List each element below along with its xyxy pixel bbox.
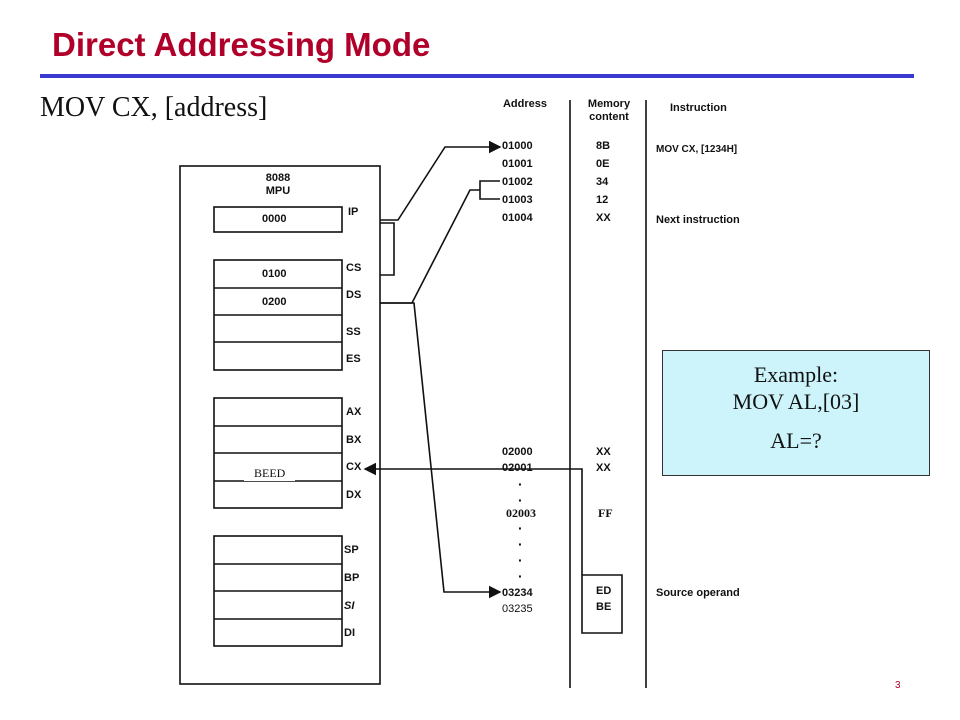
cx-load-path xyxy=(363,462,583,575)
slide-title: Direct Addressing Mode xyxy=(52,26,431,63)
ellipsis-dot: · xyxy=(518,520,523,536)
address-03234: 03234 xyxy=(502,587,533,599)
ip-path xyxy=(380,140,502,221)
memory-header-line1: Memory xyxy=(587,98,631,110)
ds-path xyxy=(380,302,502,599)
memory-header: Memory content xyxy=(580,98,638,124)
di-label: DI xyxy=(344,627,355,639)
bp-label: BP xyxy=(344,572,360,584)
ellipsis-dot: · xyxy=(518,492,523,508)
ss-label: SS xyxy=(346,326,361,338)
operand-bracket xyxy=(479,180,500,200)
mpu-label-line2: MPU xyxy=(265,185,291,197)
content-02000: XX xyxy=(596,446,611,458)
content-02003: FF xyxy=(598,506,613,520)
address-01000: 01000 xyxy=(502,140,533,152)
ds-value: 0200 xyxy=(262,296,287,308)
ip-value: 0000 xyxy=(262,213,287,225)
instruction-03234: Source operand xyxy=(656,587,740,599)
ds-label: DS xyxy=(346,289,362,301)
content-03234: ED xyxy=(596,585,612,597)
cx-label: CX xyxy=(346,461,362,473)
address-03235: 03235 xyxy=(502,603,533,615)
example-question: AL=? xyxy=(770,428,822,453)
page-number: 3 xyxy=(895,680,901,691)
operand-path xyxy=(380,189,480,304)
ellipsis-dot: · xyxy=(518,552,523,568)
address-02000: 02000 xyxy=(502,446,533,458)
content-01000: 8B xyxy=(596,140,611,152)
address-02001: 02001 xyxy=(502,462,533,474)
ellipsis-dot: · xyxy=(518,476,523,492)
dx-label: DX xyxy=(346,489,362,501)
address-02003: 02003 xyxy=(506,506,536,520)
bx-label: BX xyxy=(346,434,362,446)
ax-label: AX xyxy=(346,406,362,418)
content-02001: XX xyxy=(596,462,611,474)
content-01002: 34 xyxy=(596,176,609,188)
mpu-label-line1: 8088 xyxy=(265,172,291,184)
instruction-01004: Next instruction xyxy=(656,214,740,226)
content-01001: 0E xyxy=(596,158,610,170)
cs-label: CS xyxy=(346,262,362,274)
content-03235: BE xyxy=(596,601,612,613)
example-instruction: MOV AL,[03] xyxy=(732,389,860,414)
si-label: SI xyxy=(344,600,355,612)
cs-path xyxy=(380,222,395,276)
cx-value: BEED xyxy=(244,466,296,481)
example-heading: Example: xyxy=(753,362,839,387)
instruction-syntax: MOV CX, [address] xyxy=(40,92,268,123)
ip-label: IP xyxy=(348,206,359,218)
source-operand-box xyxy=(581,574,623,634)
ellipsis-dot: · xyxy=(518,536,523,552)
content-01003: 12 xyxy=(596,194,609,206)
sp-label: SP xyxy=(344,544,359,556)
address-01002: 01002 xyxy=(502,176,533,188)
memory-header-line2: content xyxy=(589,111,629,123)
ellipsis-dot: · xyxy=(518,568,523,584)
address-01003: 01003 xyxy=(502,194,533,206)
cs-value: 0100 xyxy=(262,268,287,280)
content-01004: XX xyxy=(596,212,611,224)
es-label: ES xyxy=(346,353,361,365)
address-01001: 01001 xyxy=(502,158,533,170)
ip-register-box xyxy=(213,206,343,233)
instruction-header: Instruction xyxy=(670,102,727,114)
mpu-label: 8088 MPU xyxy=(250,172,306,198)
mpu-outline xyxy=(179,165,381,685)
example-box: Example: MOV AL,[03] AL=? xyxy=(662,350,930,476)
address-01004: 01004 xyxy=(502,212,533,224)
instruction-01000: MOV CX, [1234H] xyxy=(656,144,738,155)
address-header: Address xyxy=(502,98,548,110)
title-underline xyxy=(40,74,914,78)
